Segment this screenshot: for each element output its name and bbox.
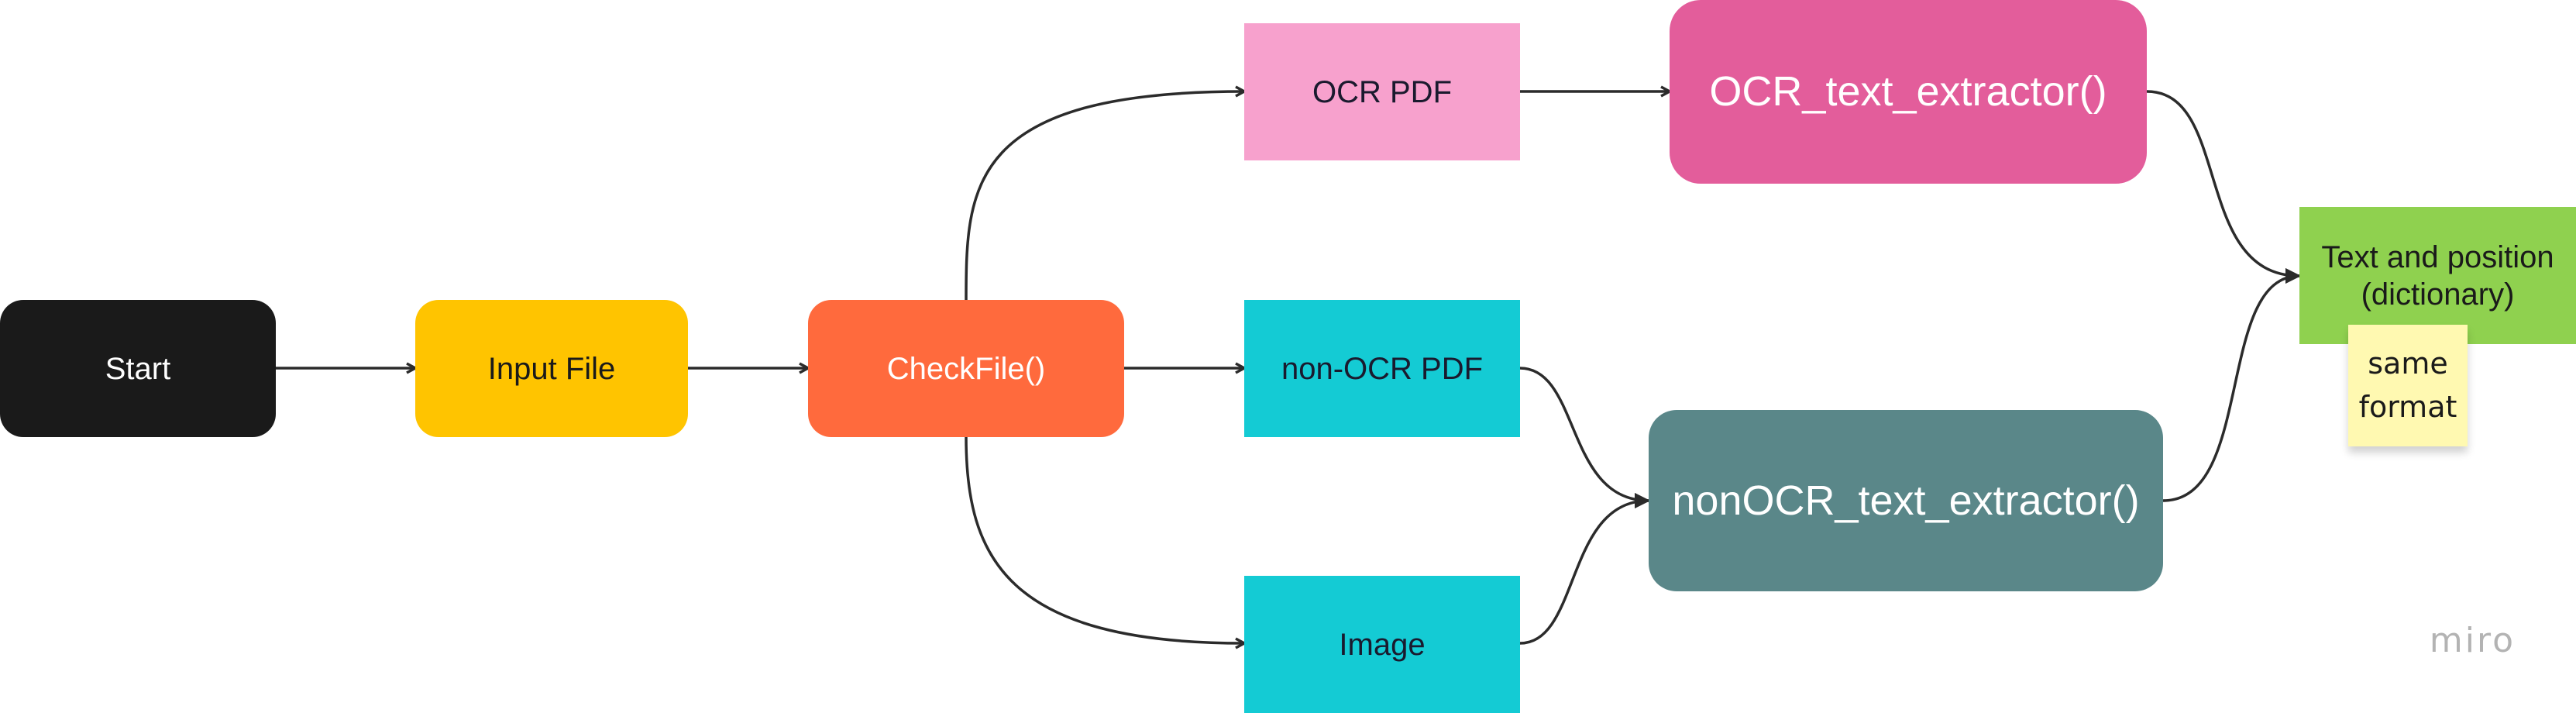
node-image-label: Image: [1339, 627, 1426, 662]
edge-ocr-extractor-to-output: [2146, 90, 2301, 284]
node-non-ocr-text-extractor[interactable]: nonOCR_text_extractor(): [1649, 410, 2163, 591]
node-non-ocr-pdf-label: non-OCR PDF: [1281, 351, 1484, 386]
node-input-file[interactable]: Input File: [415, 300, 688, 437]
miro-watermark-logo: miro: [2429, 621, 2516, 660]
node-image[interactable]: Image: [1244, 576, 1520, 713]
edge-non-ocr-pdf-to-non-ocr-extractor: [1519, 367, 1650, 508]
sticky-note-text: same format: [2359, 343, 2457, 428]
node-start-label: Start: [105, 351, 171, 386]
node-ocr-text-extractor[interactable]: OCR_text_extractor(): [1670, 0, 2147, 184]
node-start[interactable]: Start: [0, 300, 276, 437]
node-output-dictionary[interactable]: Text and position (dictionary): [2299, 207, 2576, 344]
edge-image-to-non-ocr-extractor: [1519, 493, 1650, 645]
edge-check-file-to-ocr-pdf: [965, 91, 1244, 301]
edge-check-file-to-image: [965, 436, 1244, 643]
node-ocr-pdf[interactable]: OCR PDF: [1244, 23, 1520, 160]
node-non-ocr-pdf[interactable]: non-OCR PDF: [1244, 300, 1520, 437]
node-check-file-label: CheckFile(): [886, 351, 1046, 386]
node-output-dictionary-label: Text and position (dictionary): [2321, 239, 2554, 312]
sticky-note[interactable]: same format: [2348, 325, 2468, 446]
node-non-ocr-text-extractor-label: nonOCR_text_extractor(): [1672, 477, 2140, 524]
sticky-note-line-1: same: [2368, 346, 2448, 381]
node-ocr-pdf-label: OCR PDF: [1312, 74, 1452, 109]
node-ocr-text-extractor-label: OCR_text_extractor(): [1709, 68, 2107, 115]
node-input-file-label: Input File: [487, 351, 616, 386]
node-check-file[interactable]: CheckFile(): [808, 300, 1124, 437]
edge-non-ocr-extractor-to-output: [2162, 268, 2301, 502]
sticky-note-line-2: format: [2358, 389, 2457, 424]
